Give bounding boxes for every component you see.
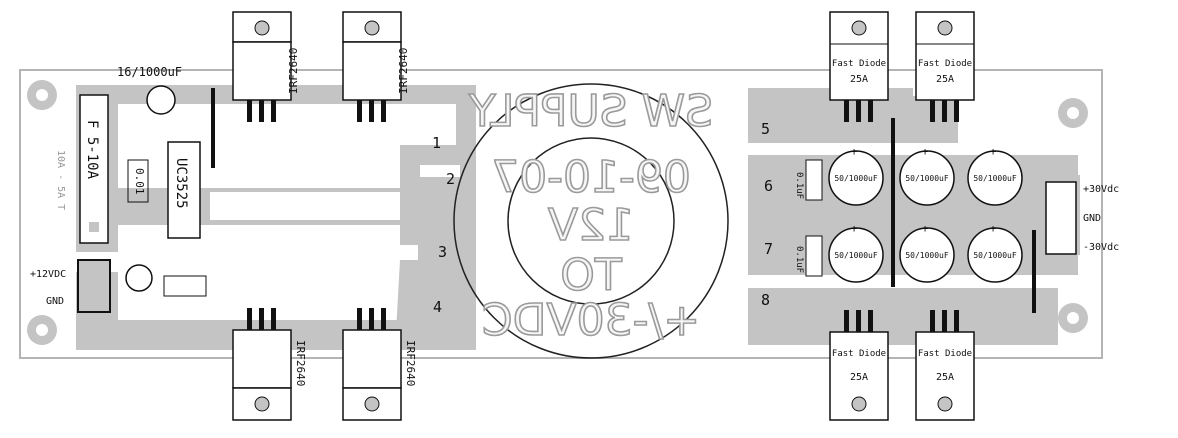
mosfet: IRF2640	[232, 308, 307, 421]
cap-label: 50/1000uF	[905, 174, 949, 183]
diode-label: Fast Diode	[918, 349, 972, 359]
mosfet: IRF2640	[232, 11, 300, 122]
cap-label: 50/1000uF	[834, 174, 878, 183]
filter-capacitor: +50/1000uF	[828, 222, 884, 283]
small-cap-1	[805, 159, 823, 201]
fast-diode: Fast Diode 25A	[829, 11, 889, 122]
ic-label: UC3525	[173, 158, 189, 209]
connector-number: 6	[764, 177, 773, 195]
connector-number: 2	[446, 170, 455, 188]
transformer-toroid	[453, 83, 729, 359]
filter-capacitor: +50/1000uF	[967, 145, 1023, 206]
connector-number: 7	[764, 240, 773, 258]
connector-number: 4	[433, 298, 442, 316]
small-cap-2-label: 0.1uF	[794, 246, 804, 273]
fast-diode: Fast Diode 25A	[829, 310, 889, 421]
output-gnd-label: GND	[1083, 213, 1101, 224]
connector-number: 3	[438, 243, 447, 261]
small-cap-1-label: 0.1uF	[794, 172, 804, 199]
fuse-pad	[89, 222, 99, 232]
mounting-holes	[27, 80, 1088, 345]
mosfet-label: IRF2640	[404, 340, 417, 386]
input-gnd-label: GND	[46, 296, 64, 307]
cap-polarity-mark: +	[990, 145, 997, 158]
connector-number: 8	[761, 291, 770, 309]
diode-label: Fast Diode	[832, 349, 886, 359]
fast-diode: Fast Diode 25A	[915, 11, 975, 122]
diode-label: Fast Diode	[832, 59, 886, 69]
mosfet-label: IRF2640	[397, 48, 410, 94]
filter-capacitor: +50/1000uF	[828, 145, 884, 206]
filter-capacitor: +50/1000uF	[967, 222, 1023, 283]
pwm-controller-ic	[167, 141, 201, 239]
board-outline	[19, 69, 1103, 359]
cap-polarity-mark: +	[990, 222, 997, 235]
soft-start-capacitor	[125, 264, 153, 292]
copper-pad-4	[395, 260, 475, 350]
mosfet: IRF2640	[342, 308, 417, 421]
fast-diode: Fast Diode 25A	[915, 310, 975, 421]
cap-label: 50/1000uF	[973, 174, 1017, 183]
cap-label: 50/1000uF	[905, 251, 949, 260]
output-minus-label: -30Vdc	[1083, 242, 1119, 253]
input-capacitor	[146, 85, 176, 115]
fuse-side-label: 10A - 5A T	[55, 150, 66, 210]
small-cap-2	[805, 235, 823, 277]
connector-number: 5	[761, 120, 770, 138]
filter-capacitor: +50/1000uF	[899, 145, 955, 206]
diode-label: Fast Diode	[918, 59, 972, 69]
connector-number-group: 1 2 3 4 5 6 7 8	[432, 120, 773, 316]
title-line: 09-10-07	[491, 152, 691, 203]
connector-number: 1	[432, 134, 441, 152]
cap-label: 50/1000uF	[834, 251, 878, 260]
cap-polarity-mark: +	[851, 222, 858, 235]
board-title: SW SUPPLY 09-10-07 12V TO +/-30VDC	[468, 85, 714, 347]
diode-rating: 25A	[936, 372, 954, 383]
timing-cap-label: 0.01	[133, 168, 146, 195]
cap-label: 50/1000uF	[973, 251, 1017, 260]
fuse-holder	[79, 94, 109, 244]
filter-capacitor: +50/1000uF	[899, 222, 955, 283]
timing-capacitor	[127, 159, 149, 203]
copper-right	[748, 88, 1080, 345]
output-connector	[1045, 181, 1077, 255]
filter-cap-group: +50/1000uF+50/1000uF+50/1000uF+50/1000uF…	[828, 145, 1023, 283]
title-line: SW SUPPLY	[469, 86, 713, 137]
cap-polarity-mark: +	[922, 145, 929, 158]
input-power-label: +12VDC	[30, 269, 66, 280]
cap-polarity-mark: +	[922, 222, 929, 235]
small-regulator	[163, 275, 207, 297]
title-line: TO	[560, 250, 623, 301]
fuse-label: F 5-10A	[84, 120, 100, 180]
output-plus-label: +30Vdc	[1083, 184, 1119, 195]
diode-rating: 25A	[936, 74, 954, 85]
input-connector	[77, 259, 111, 313]
input-cap-label: 16/1000uF	[117, 65, 182, 79]
title-line: +/-30VDC	[482, 295, 700, 346]
cap-polarity-mark: +	[851, 145, 858, 158]
mosfet: IRF2640	[342, 11, 410, 122]
mosfet-label: IRF2640	[294, 340, 307, 386]
diode-rating: 25A	[850, 74, 868, 85]
diode-rating: 25A	[850, 372, 868, 383]
bus-bars	[211, 88, 1036, 313]
mosfet-label: IRF2640	[287, 48, 300, 94]
title-line: 12V	[548, 200, 634, 251]
